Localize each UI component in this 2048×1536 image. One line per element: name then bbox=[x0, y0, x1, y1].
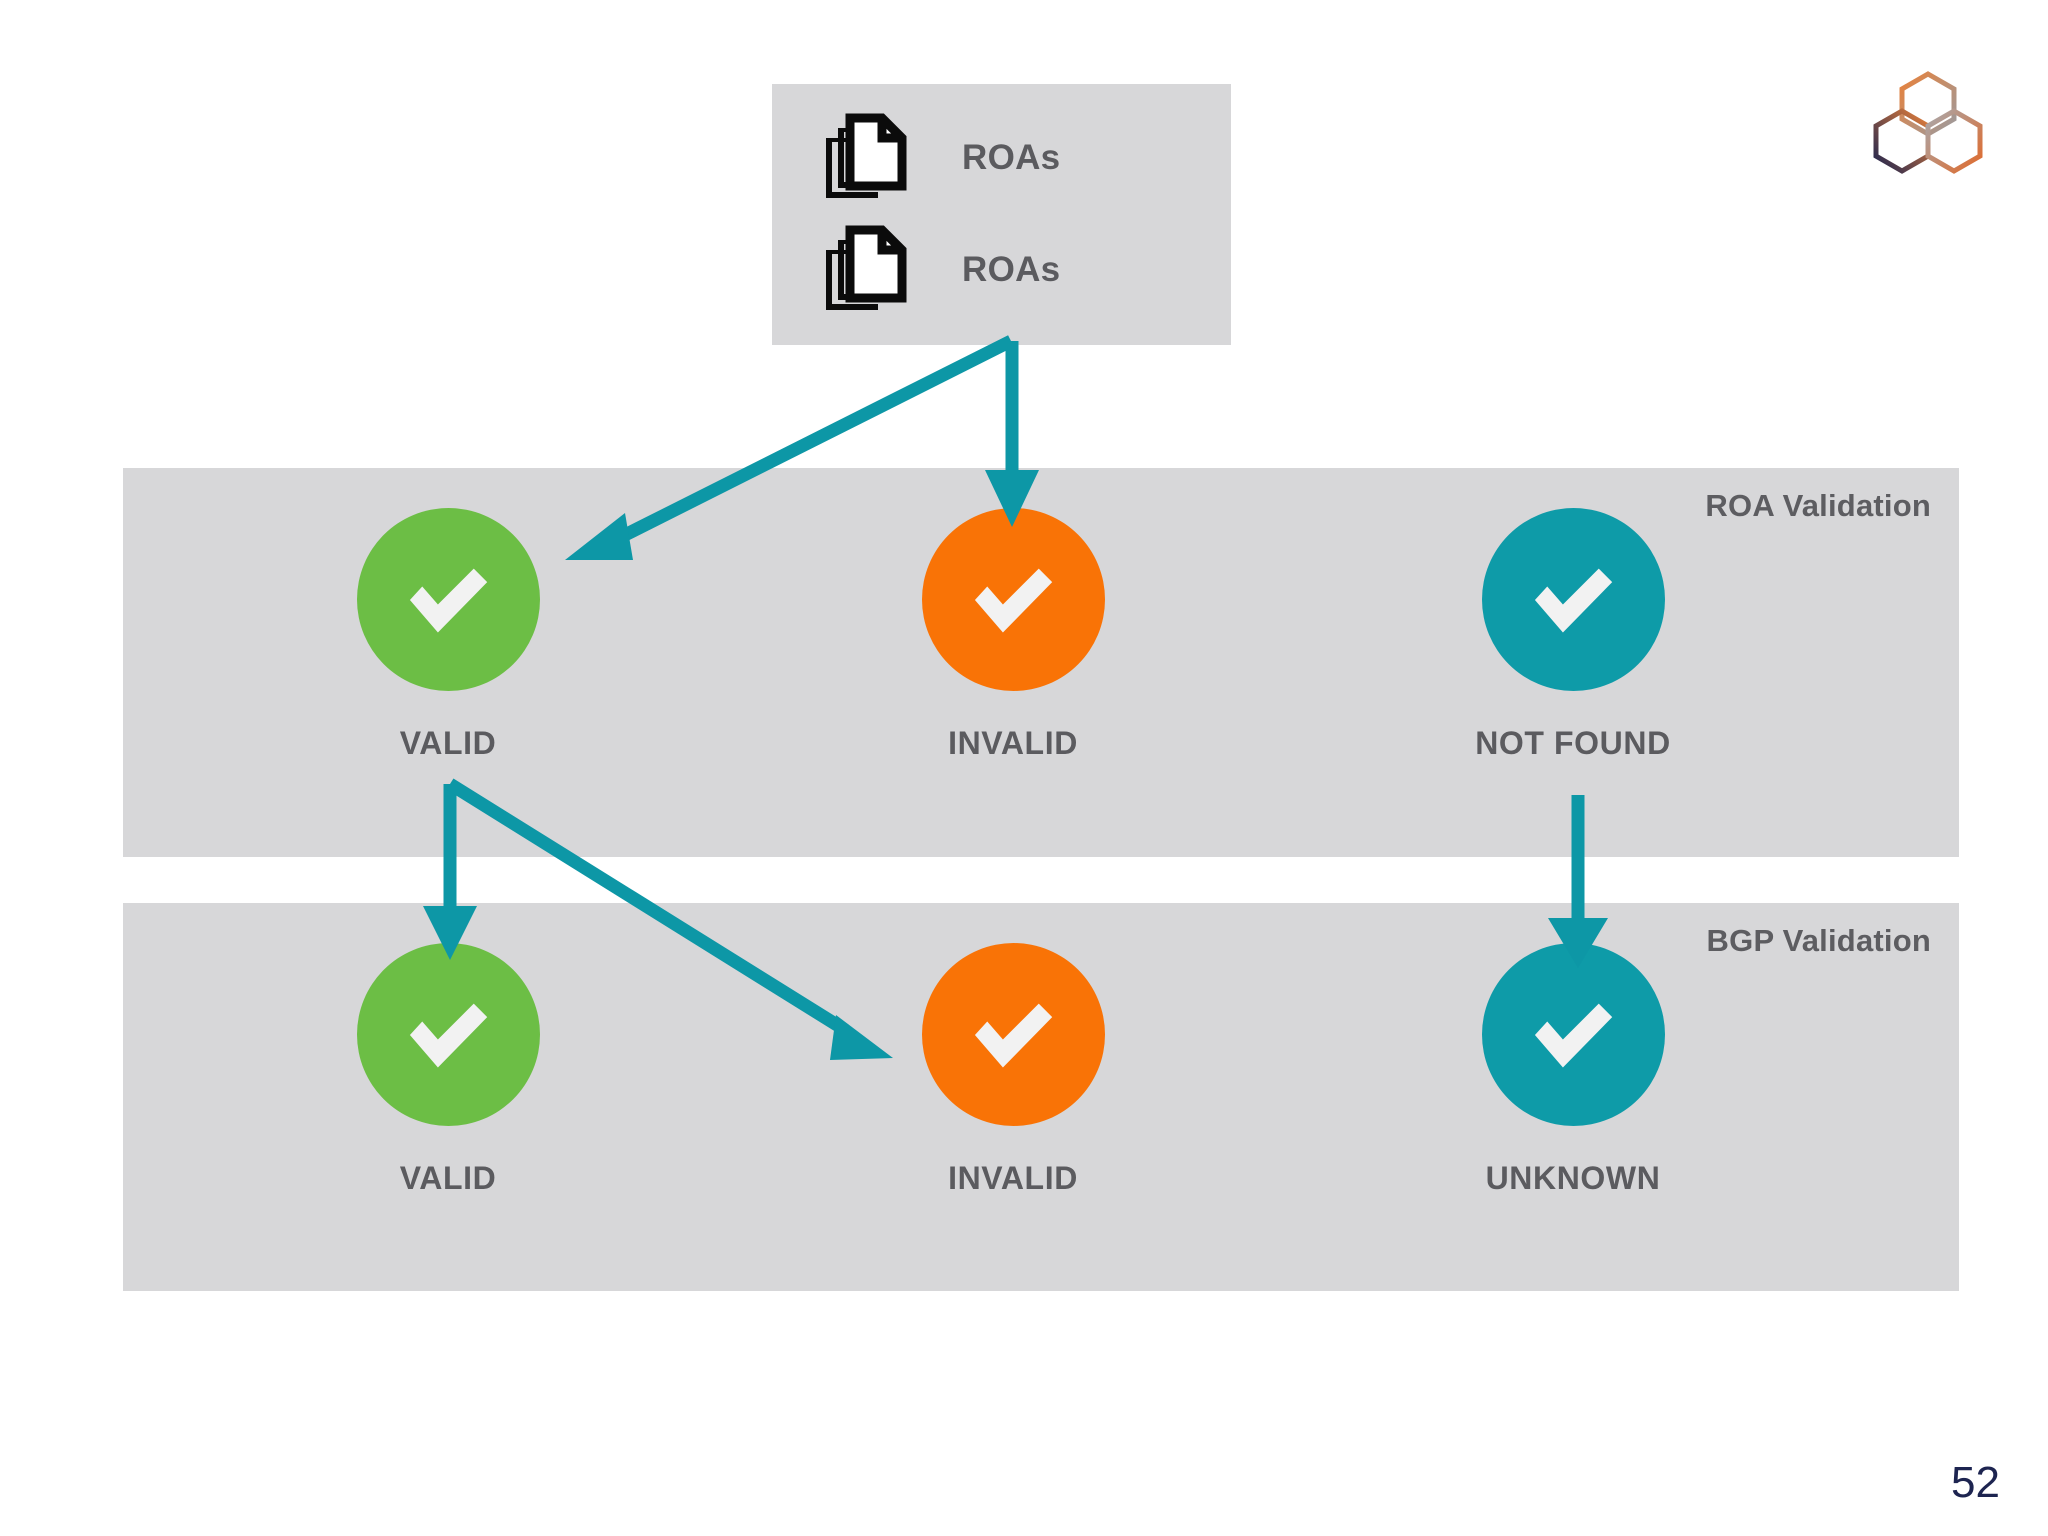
status-label: INVALID bbox=[948, 725, 1078, 761]
roa-source-item: ROAs bbox=[822, 224, 1060, 316]
bgp-validation-title: BGP Validation bbox=[1706, 923, 1931, 958]
status-label: UNKNOWN bbox=[1485, 1160, 1661, 1196]
status-label: INVALID bbox=[948, 1160, 1078, 1196]
roa-source-box: ROAs ROAs bbox=[772, 84, 1231, 345]
roa-validation-title: ROA Validation bbox=[1705, 488, 1931, 523]
documents-stack-icon bbox=[822, 224, 908, 316]
documents-stack-icon bbox=[822, 112, 908, 204]
bgp-validation-unknown[interactable]: UNKNOWN bbox=[1453, 943, 1693, 1197]
bgp-validation-panel: BGP Validation VALID INVALID bbox=[123, 903, 1959, 1291]
page-number: 52 bbox=[1951, 1458, 2000, 1507]
status-circle-invalid bbox=[921, 943, 1105, 1126]
check-icon bbox=[1534, 568, 1613, 632]
status-circle-not-found bbox=[1481, 508, 1665, 691]
roa-validation-invalid[interactable]: INVALID bbox=[893, 508, 1133, 762]
check-icon bbox=[1534, 1003, 1613, 1067]
status-circle-valid bbox=[356, 508, 540, 691]
status-label: VALID bbox=[399, 725, 497, 761]
status-label: VALID bbox=[399, 1160, 497, 1196]
status-circle-invalid bbox=[921, 508, 1105, 691]
check-icon bbox=[974, 1003, 1053, 1067]
status-label: NOT FOUND bbox=[1475, 725, 1671, 761]
check-icon bbox=[974, 568, 1053, 632]
roa-validation-panel: ROA Validation VALID INVALID bbox=[123, 468, 1959, 857]
roa-validation-not-found[interactable]: NOT FOUND bbox=[1453, 508, 1693, 762]
check-icon bbox=[409, 1003, 488, 1067]
roa-source-item: ROAs bbox=[822, 112, 1060, 204]
roa-source-label: ROAs bbox=[962, 138, 1061, 177]
roa-source-label: ROAs bbox=[962, 250, 1061, 289]
bgp-validation-valid[interactable]: VALID bbox=[328, 943, 568, 1197]
status-circle-unknown bbox=[1481, 943, 1665, 1126]
check-icon bbox=[409, 568, 488, 632]
bgp-validation-invalid[interactable]: INVALID bbox=[893, 943, 1133, 1197]
roa-validation-valid[interactable]: VALID bbox=[328, 508, 568, 762]
status-circle-valid bbox=[356, 943, 540, 1126]
hexagon-logo bbox=[1868, 68, 1988, 178]
